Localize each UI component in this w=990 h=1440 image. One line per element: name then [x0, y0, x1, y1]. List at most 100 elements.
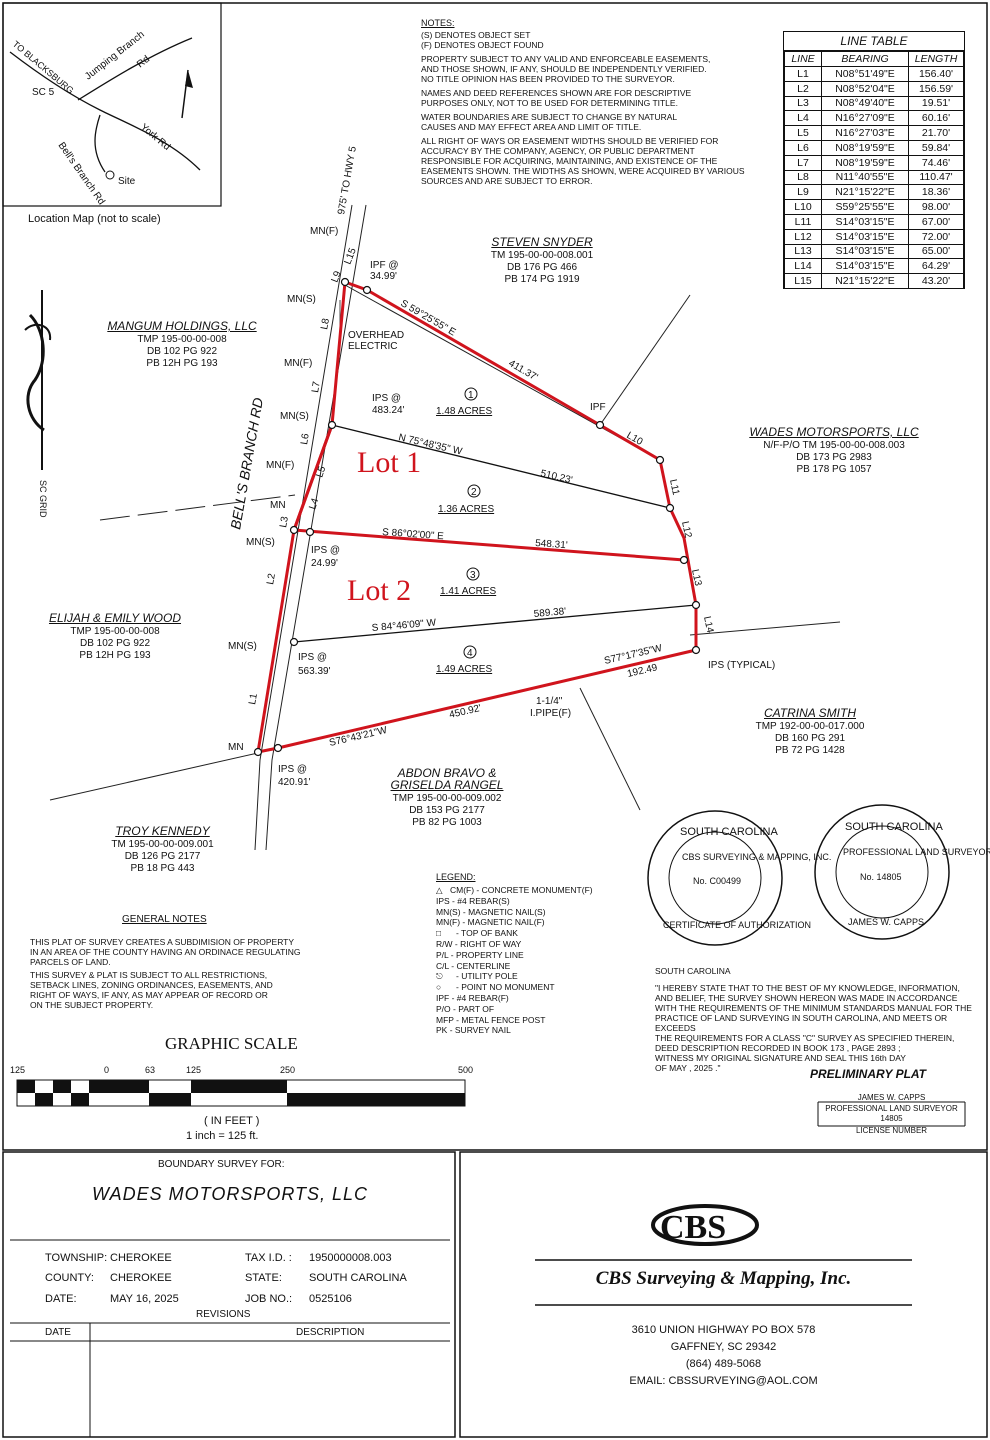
label-l3: L3 — [278, 515, 291, 528]
interior-lot-lines — [293, 424, 697, 643]
owner-kennedy: TROY KENNEDY TM 195-00-00-009.001 DB 126… — [70, 825, 255, 875]
label-l2: L2 — [265, 572, 278, 585]
lot3-num: 3 — [470, 570, 476, 581]
owner-pb: PB 174 PG 1919 — [504, 274, 580, 285]
line-length: 21.70' — [908, 125, 964, 141]
pt-mns1: MN(S) — [287, 294, 316, 305]
graphic-scale-bar: 125 0 63 125 250 500 — [10, 1065, 473, 1107]
line-length: 72.00' — [908, 228, 964, 245]
line-bearing: N16°27'09"E — [821, 110, 909, 127]
line-bearing: S14°03'15"E — [821, 243, 909, 260]
label-l11: L11 — [667, 478, 681, 496]
note-line: CAUSES AND MAY EFFECT AREA AND LIMIT OF … — [421, 122, 642, 132]
owner-db: DB 102 PG 922 — [79, 638, 151, 649]
revisions-label: REVISIONS — [196, 1309, 251, 1320]
owner-mangum: MANGUM HOLDINGS, LLC TMP 195-00-00-008 D… — [82, 320, 282, 370]
owner-name: WADES MOTORSPORTS, LLC — [749, 425, 919, 439]
line-id: L1 — [784, 66, 822, 82]
line-length: 59.84' — [908, 139, 964, 156]
lot2-label: Lot 2 — [347, 574, 411, 607]
state-label: STATE: — [245, 1272, 282, 1284]
lot1-area: 1.48 ACRES — [436, 406, 492, 417]
map-bells-branch: Bell's Branch Rd — [56, 140, 107, 207]
line-length: 110.47' — [908, 169, 964, 186]
map-york-rd: York Rd — [138, 122, 172, 153]
pt-mn1: MN — [270, 500, 286, 511]
owner-name: CATRINA SMITH — [764, 706, 856, 720]
legend-line: MN(F) - MAGNETIC NAIL(F) — [436, 917, 545, 928]
line-id: L10 — [784, 199, 822, 215]
rev-desc-header: DESCRIPTION — [296, 1327, 365, 1338]
note-line: NO TITLE OPINION HAS BEEN PROVIDED TO TH… — [421, 74, 675, 84]
legend-line: PK - SURVEY NAIL — [436, 1025, 511, 1036]
legend-line: MN(S) - MAGNETIC NAIL(S) — [436, 906, 546, 917]
gn-line: ON THE SUBJECT PROPERTY. — [30, 1000, 154, 1010]
owner-name: TROY KENNEDY — [115, 824, 210, 838]
bearing-4-len: 589.38' — [533, 606, 566, 620]
company-seal-top: SOUTH CAROLINA — [680, 826, 778, 838]
line-length: 156.40' — [908, 66, 964, 82]
cert-line: WITNESS MY ORIGINAL SIGNATURE AND SEAL T… — [655, 1053, 906, 1063]
surveyor-seal-bottom: JAMES W. CAPPS — [848, 917, 924, 927]
line-length: 98.00' — [908, 199, 964, 215]
company-seal-inner: CBS SURVEYING & MAPPING, INC. — [682, 852, 831, 862]
line-bearing: S59°25'55"E — [821, 199, 909, 215]
scale-tick-0: 125 — [10, 1065, 25, 1075]
map-sc5: SC 5 — [32, 87, 55, 98]
owner-smith: CATRINA SMITH TMP 192-00-00-017.000 DB 1… — [730, 707, 890, 757]
pt-ips4: IPS @ — [278, 764, 307, 775]
owner-wood: ELIJAH & EMILY WOOD TMP 195-00-00-008 DB… — [20, 612, 210, 662]
scale-ratio: 1 inch = 125 ft. — [186, 1130, 259, 1142]
location-map: TO BLACKSBURG SC 5 Jumping Branch Rd Yor… — [2, 2, 222, 225]
line-length: 74.46' — [908, 154, 964, 171]
line-bearing: N21°15'22"E — [821, 184, 909, 201]
label-l10: L10 — [625, 430, 645, 448]
note-line: WATER BOUNDARIES ARE SUBJECT TO CHANGE B… — [421, 112, 678, 122]
pt-ipf: IPF — [590, 402, 606, 413]
line-length: 67.00' — [908, 213, 964, 230]
cert-line: OF MAY , 2025 ." — [655, 1063, 721, 1073]
tax-label: TAX I.D. : — [245, 1252, 292, 1264]
line-length: 64.29' — [908, 258, 964, 275]
owner-db: DB 176 PG 466 — [506, 262, 578, 273]
pt-ips3: IPS @ — [298, 652, 327, 663]
line-id: L5 — [784, 125, 822, 141]
client-name: WADES MOTORSPORTS, LLC — [91, 1184, 369, 1204]
cert-line: THE REQUIREMENTS FOR A CLASS "C" SURVEY … — [655, 1033, 955, 1043]
line-id: L14 — [784, 258, 822, 275]
owner-pb: PB 72 PG 1428 — [775, 745, 845, 756]
owner-pb: PB 12H PG 193 — [146, 358, 218, 369]
cert-line: WITH THE REQUIREMENTS OF THE MINIMUM STA… — [655, 1003, 972, 1013]
owner-name: ELIJAH & EMILY WOOD — [48, 611, 182, 625]
lot-areas: 1 1.48 ACRES 2 1.36 ACRES 3 1.41 ACRES 4… — [436, 387, 496, 675]
line-id: L8 — [784, 169, 822, 186]
cert-line: "I HEREBY STATE THAT TO THE BEST OF MY K… — [655, 983, 960, 993]
pt-mns3: MN(S) — [246, 537, 275, 548]
overhead-label: OVERHEAD — [348, 330, 404, 341]
owner-tm: TMP 195-00-00-009.002 — [392, 793, 502, 804]
pt-ips-typical: IPS (TYPICAL) — [708, 660, 775, 671]
company-phone: (864) 489-5068 — [685, 1358, 762, 1370]
rev-date-header: DATE — [45, 1327, 71, 1338]
line-id: L4 — [784, 110, 822, 127]
line-bearing: N08°19'59"E — [821, 139, 909, 156]
scale-tick-3: 125 — [186, 1065, 201, 1075]
cert-line: DEED DESCRIPTION RECORDED IN BOOK 173 , … — [655, 1043, 901, 1053]
owner-bravo: ABDON BRAVO & GRISELDA RANGEL TMP 195-00… — [362, 767, 532, 829]
map-jumping-branch: Jumping Branch — [83, 29, 147, 82]
note-line: RESPONSIBLE FOR ACQUIRING, MAINTAINING, … — [421, 156, 718, 166]
line-length: 18.36' — [908, 184, 964, 201]
lot4-area: 1.49 ACRES — [436, 664, 492, 675]
line-id: L15 — [784, 273, 822, 289]
owner-name: STEVEN SNYDER — [491, 235, 593, 249]
date-label: DATE: — [45, 1293, 77, 1305]
legend-title: LEGEND: — [436, 872, 476, 882]
